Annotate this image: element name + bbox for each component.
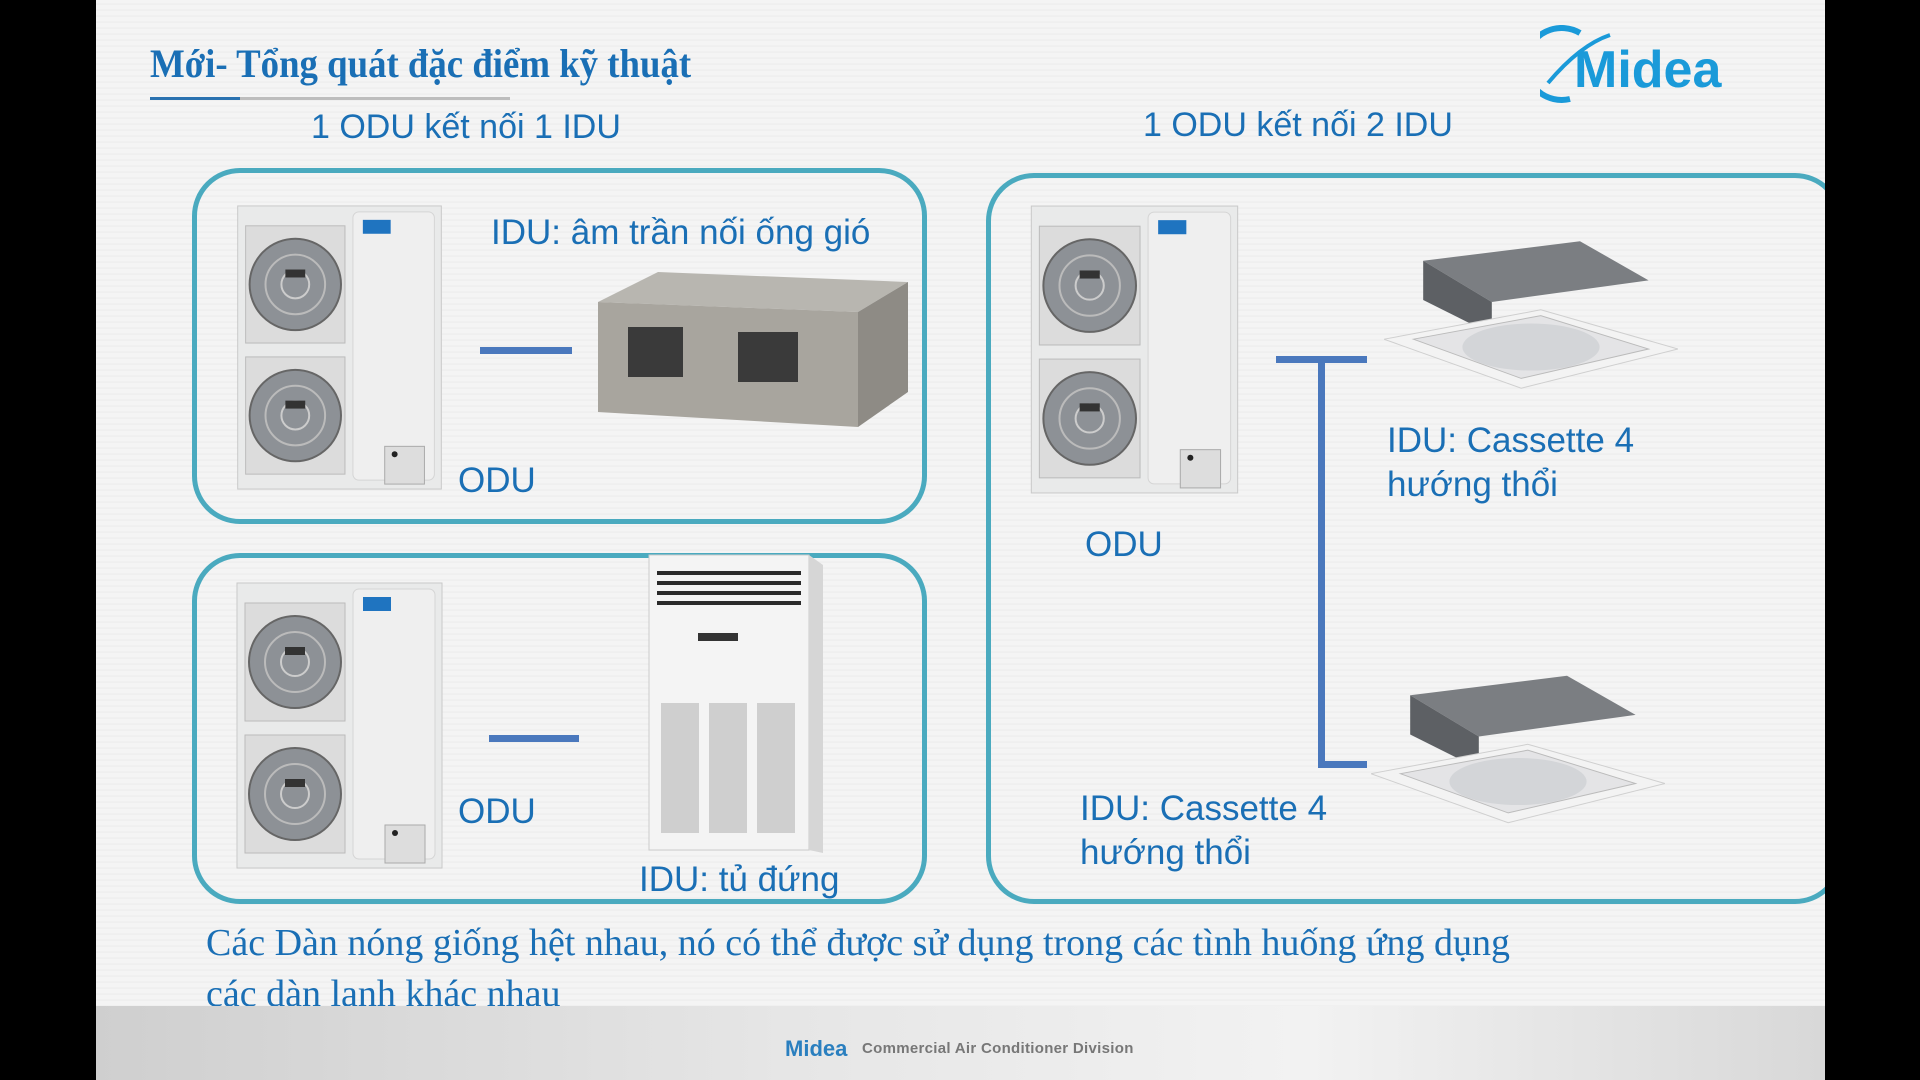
svg-text:Midea: Midea <box>1574 41 1722 99</box>
slide: Mới- Tổng quát đặc điểm kỹ thuật Midea 1… <box>96 0 1825 1080</box>
idu-cabinet-label: IDU: tủ đứng <box>639 860 840 899</box>
title-underline <box>150 97 510 100</box>
page-title: Mới- Tổng quát đặc điểm kỹ thuật <box>150 41 692 86</box>
idu-ducted-label: IDU: âm trần nối ống gió <box>491 213 871 252</box>
footer: Midea Commercial Air Conditioner Divisio… <box>96 1006 1825 1080</box>
label-line: IDU: Cassette 4 <box>1080 789 1328 828</box>
connection-line-vertical <box>1318 356 1325 768</box>
floor-standing-idu-image <box>648 554 823 853</box>
summary-text: Các Dàn nóng giống hệt nhau, nó có thể đ… <box>206 918 1510 1020</box>
ducted-idu-image <box>598 272 908 427</box>
footer-brand: Midea <box>785 1036 848 1061</box>
cassette-idu-image-1 <box>1384 239 1678 410</box>
footer-division: Commercial Air Conditioner Division <box>862 1040 1134 1057</box>
summary-line-1: Các Dàn nóng giống hệt nhau, nó có thể đ… <box>206 922 1510 964</box>
odu-label: ODU <box>458 792 536 831</box>
connection-line-bottom <box>1318 761 1367 768</box>
right-heading: 1 ODU kết nối 2 IDU <box>1143 106 1453 144</box>
multi-idu-box <box>986 173 1825 904</box>
label-line: hướng thổi <box>1080 833 1251 872</box>
label-line: hướng thổi <box>1387 465 1558 504</box>
label-line: IDU: Cassette 4 <box>1387 421 1635 460</box>
midea-logo: Midea <box>1540 25 1722 103</box>
idu-cassette-2-label: IDU: Cassette 4 hướng thổi <box>1080 787 1327 875</box>
connection-line <box>480 347 572 354</box>
duct-connection-box <box>192 168 927 524</box>
odu-label: ODU <box>458 461 536 500</box>
odu-image <box>235 575 447 875</box>
odu-image <box>235 198 447 496</box>
odu-label: ODU <box>1085 525 1163 564</box>
odu-image <box>1029 198 1243 500</box>
left-heading: 1 ODU kết nối 1 IDU <box>311 108 621 146</box>
idu-cassette-1-label: IDU: Cassette 4 hướng thổi <box>1387 419 1634 507</box>
connection-line <box>489 735 579 742</box>
cabinet-connection-box <box>192 553 927 904</box>
cassette-idu-image-2 <box>1371 673 1665 845</box>
